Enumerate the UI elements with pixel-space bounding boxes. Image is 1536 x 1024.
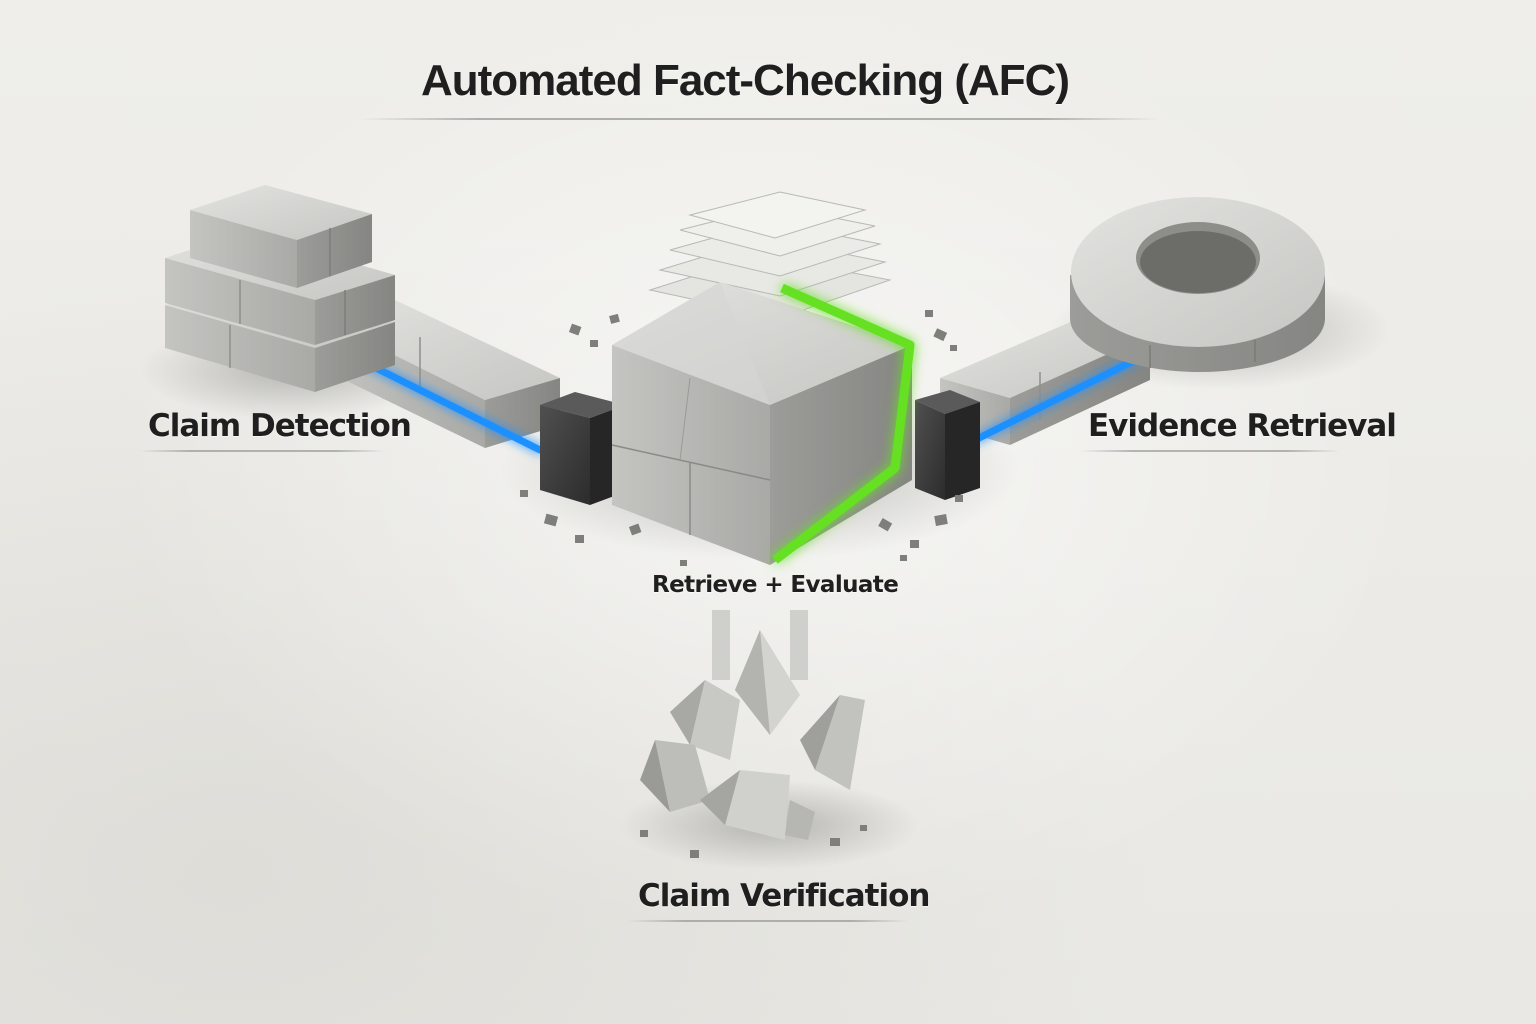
claim-detection-underline (140, 450, 385, 452)
claim-detection-label: Claim Detection (148, 408, 412, 444)
diagram-title: Automated Fact-Checking (AFC) (420, 56, 1070, 105)
evidence-retrieval-label: Evidence Retrieval (1088, 408, 1397, 444)
claim-verification-underline (628, 920, 908, 922)
retrieve-evaluate-block (611, 282, 915, 565)
title-underline (360, 118, 1160, 120)
retrieve-evaluate-label: Retrieve + Evaluate (652, 572, 899, 598)
evidence-retrieval-underline (1080, 450, 1340, 452)
bottom-connector (712, 610, 808, 680)
evidence-retrieval-ring (1070, 197, 1325, 372)
document-stack (648, 191, 892, 319)
claim-verification-label: Claim Verification (638, 878, 930, 914)
right-dark-block (915, 390, 980, 500)
left-dark-block (540, 392, 625, 505)
rubble (520, 310, 963, 566)
claim-detection-bricks (165, 185, 395, 392)
claim-verification-crystals (640, 630, 867, 858)
